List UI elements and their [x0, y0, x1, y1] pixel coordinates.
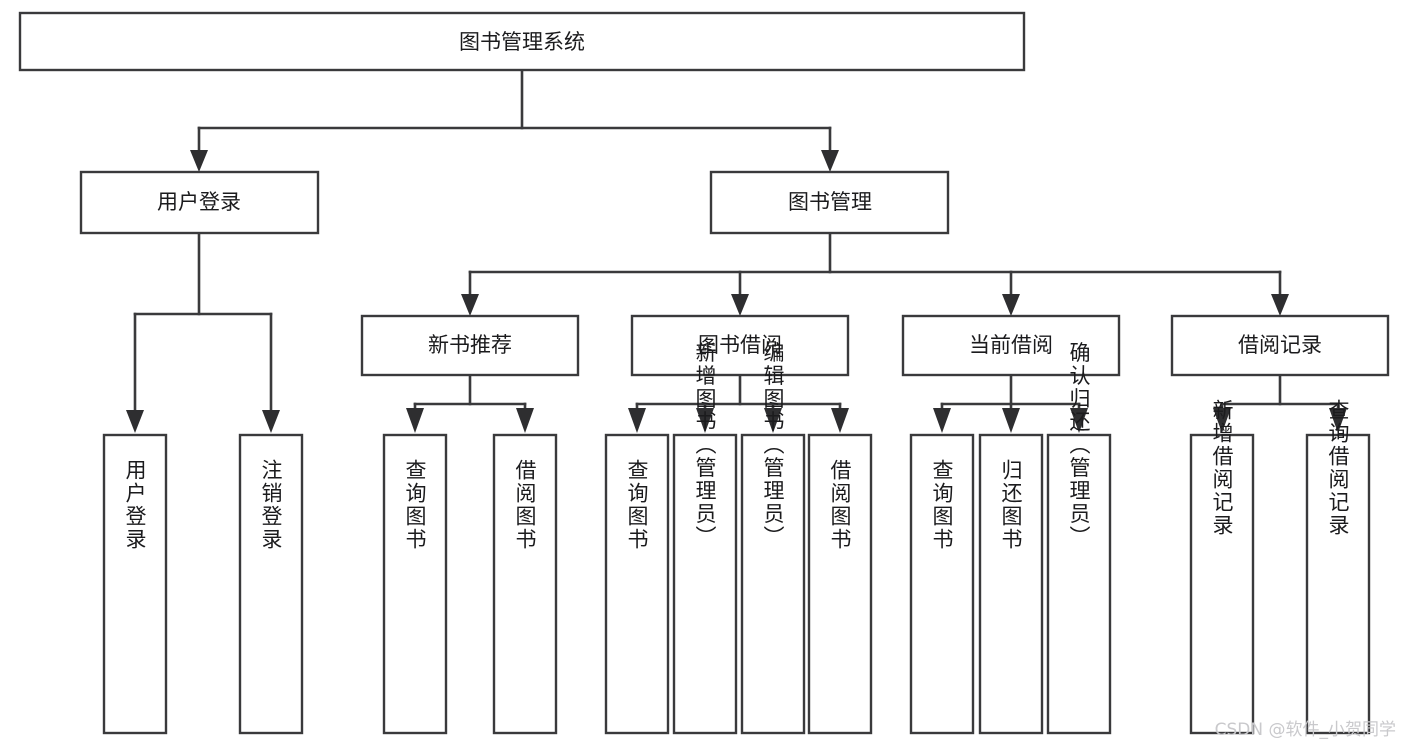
node-current-borrow[interactable]: 当前借阅	[901, 314, 1121, 377]
arrow-head-leaf-query-record	[1329, 408, 1347, 433]
node-leaf-query-record[interactable]: 查询借阅记录	[1305, 399, 1371, 735]
arrow-head-leaf-user-login	[126, 410, 144, 433]
arrow-head-leaf-query-book-1	[406, 408, 424, 433]
node-root-box[interactable]	[18, 11, 1026, 72]
node-leaf-user-login-label: 用户登录	[123, 459, 147, 551]
arrow-head-current-borrow	[1002, 294, 1020, 316]
node-leaf-query-book-3-box[interactable]	[909, 433, 975, 735]
node-leaf-edit-book-box[interactable]	[740, 433, 806, 735]
arrow-head-leaf-query-book-2	[628, 408, 646, 433]
node-leaf-edit-book[interactable]: 编辑图书（管理员）	[740, 342, 806, 735]
node-book-manage[interactable]: 图书管理	[709, 170, 950, 235]
node-leaf-query-book-1[interactable]: 查询图书	[382, 433, 448, 735]
node-leaf-query-book-3[interactable]: 查询图书	[909, 433, 975, 735]
node-leaf-borrow-book-1[interactable]: 借阅图书	[492, 433, 558, 735]
node-leaf-query-book-1-label: 查询图书	[403, 459, 427, 551]
arrow-head-leaf-user-logout	[262, 410, 280, 433]
node-leaf-add-record[interactable]: 新增借阅记录	[1189, 399, 1255, 735]
node-new-book-recommend[interactable]: 新书推荐	[360, 314, 580, 377]
node-leaf-query-record-label: 查询借阅记录	[1326, 399, 1350, 537]
node-borrow-record[interactable]: 借阅记录	[1170, 314, 1390, 377]
arrow-head-leaf-borrow-book-1	[516, 408, 534, 433]
node-current-borrow-box[interactable]	[901, 314, 1121, 377]
node-leaf-return-book-label: 归还图书	[999, 459, 1023, 551]
node-leaf-borrow-book-1-label: 借阅图书	[513, 459, 537, 551]
arrow-head-user-login	[190, 150, 208, 172]
node-leaf-borrow-book-1-box[interactable]	[492, 433, 558, 735]
node-leaf-edit-book-label: 编辑图书（管理员）	[761, 342, 785, 549]
node-borrow-record-box[interactable]	[1170, 314, 1390, 377]
arrow-head-leaf-add-book	[696, 408, 714, 433]
node-leaf-query-record-box[interactable]	[1305, 433, 1371, 735]
node-leaf-user-logout-label: 注销登录	[259, 459, 283, 551]
node-leaf-borrow-book-2[interactable]: 借阅图书	[807, 433, 873, 735]
node-book-borrow-label: 图书借阅	[698, 333, 782, 357]
node-leaf-confirm-return-box[interactable]	[1046, 433, 1112, 735]
watermark-label: CSDN @软件_小贺同学	[1215, 720, 1396, 740]
node-book-manage-label: 图书管理	[788, 190, 872, 214]
node-user-login-label: 用户登录	[157, 190, 241, 214]
node-leaf-query-book-1-box[interactable]	[382, 433, 448, 735]
node-root-label: 图书管理系统	[459, 30, 585, 54]
node-leaf-query-book-2-label: 查询图书	[625, 459, 649, 551]
connector-group	[126, 68, 1347, 433]
node-book-borrow-box[interactable]	[630, 314, 850, 377]
node-user-login[interactable]: 用户登录	[79, 170, 320, 235]
node-new-book-recommend-box[interactable]	[360, 314, 580, 377]
arrow-head-leaf-query-book-3	[933, 408, 951, 433]
node-leaf-query-book-2[interactable]: 查询图书	[604, 433, 670, 735]
node-leaf-borrow-book-2-label: 借阅图书	[828, 459, 852, 551]
node-leaf-add-book-label: 新增图书（管理员）	[693, 342, 717, 549]
arrow-head-borrow-record	[1271, 294, 1289, 316]
node-leaf-add-book[interactable]: 新增图书（管理员）	[672, 342, 738, 735]
arrow-head-leaf-confirm-return	[1070, 408, 1088, 433]
arrow-head-leaf-return-book	[1002, 408, 1020, 433]
node-leaf-add-record-label: 新增借阅记录	[1210, 399, 1234, 537]
node-leaf-return-book-box[interactable]	[978, 433, 1044, 735]
node-leaf-return-book[interactable]: 归还图书	[978, 433, 1044, 735]
node-leaf-add-book-box[interactable]	[672, 433, 738, 735]
arrow-head-leaf-edit-book	[764, 408, 782, 433]
arrow-head-leaf-add-record	[1213, 408, 1231, 433]
node-current-borrow-label: 当前借阅	[969, 333, 1053, 357]
node-leaf-user-login[interactable]: 用户登录	[102, 433, 168, 735]
node-borrow-record-label: 借阅记录	[1238, 333, 1322, 357]
node-book-manage-box[interactable]	[709, 170, 950, 235]
node-root[interactable]: 图书管理系统	[18, 11, 1026, 72]
node-new-book-recommend-label: 新书推荐	[428, 333, 512, 357]
arrow-head-leaf-borrow-book-2	[831, 408, 849, 433]
node-leaf-user-login-box[interactable]	[102, 433, 168, 735]
node-book-borrow[interactable]: 图书借阅	[630, 314, 850, 377]
node-leaf-query-book-3-label: 查询图书	[930, 459, 954, 551]
node-leaf-user-logout[interactable]: 注销登录	[238, 433, 304, 735]
node-leaf-add-record-box[interactable]	[1189, 433, 1255, 735]
arrow-head-new-book-recommend	[461, 294, 479, 316]
node-leaf-borrow-book-2-box[interactable]	[807, 433, 873, 735]
node-leaf-confirm-return[interactable]: 确认归还（管理员）	[1046, 342, 1112, 735]
node-leaf-user-logout-box[interactable]	[238, 433, 304, 735]
arrow-head-book-borrow	[731, 294, 749, 316]
node-leaf-confirm-return-label: 确认归还（管理员）	[1067, 342, 1091, 549]
arrow-head-book-manage	[821, 150, 839, 172]
node-leaf-query-book-2-box[interactable]	[604, 433, 670, 735]
node-user-login-box[interactable]	[79, 170, 320, 235]
